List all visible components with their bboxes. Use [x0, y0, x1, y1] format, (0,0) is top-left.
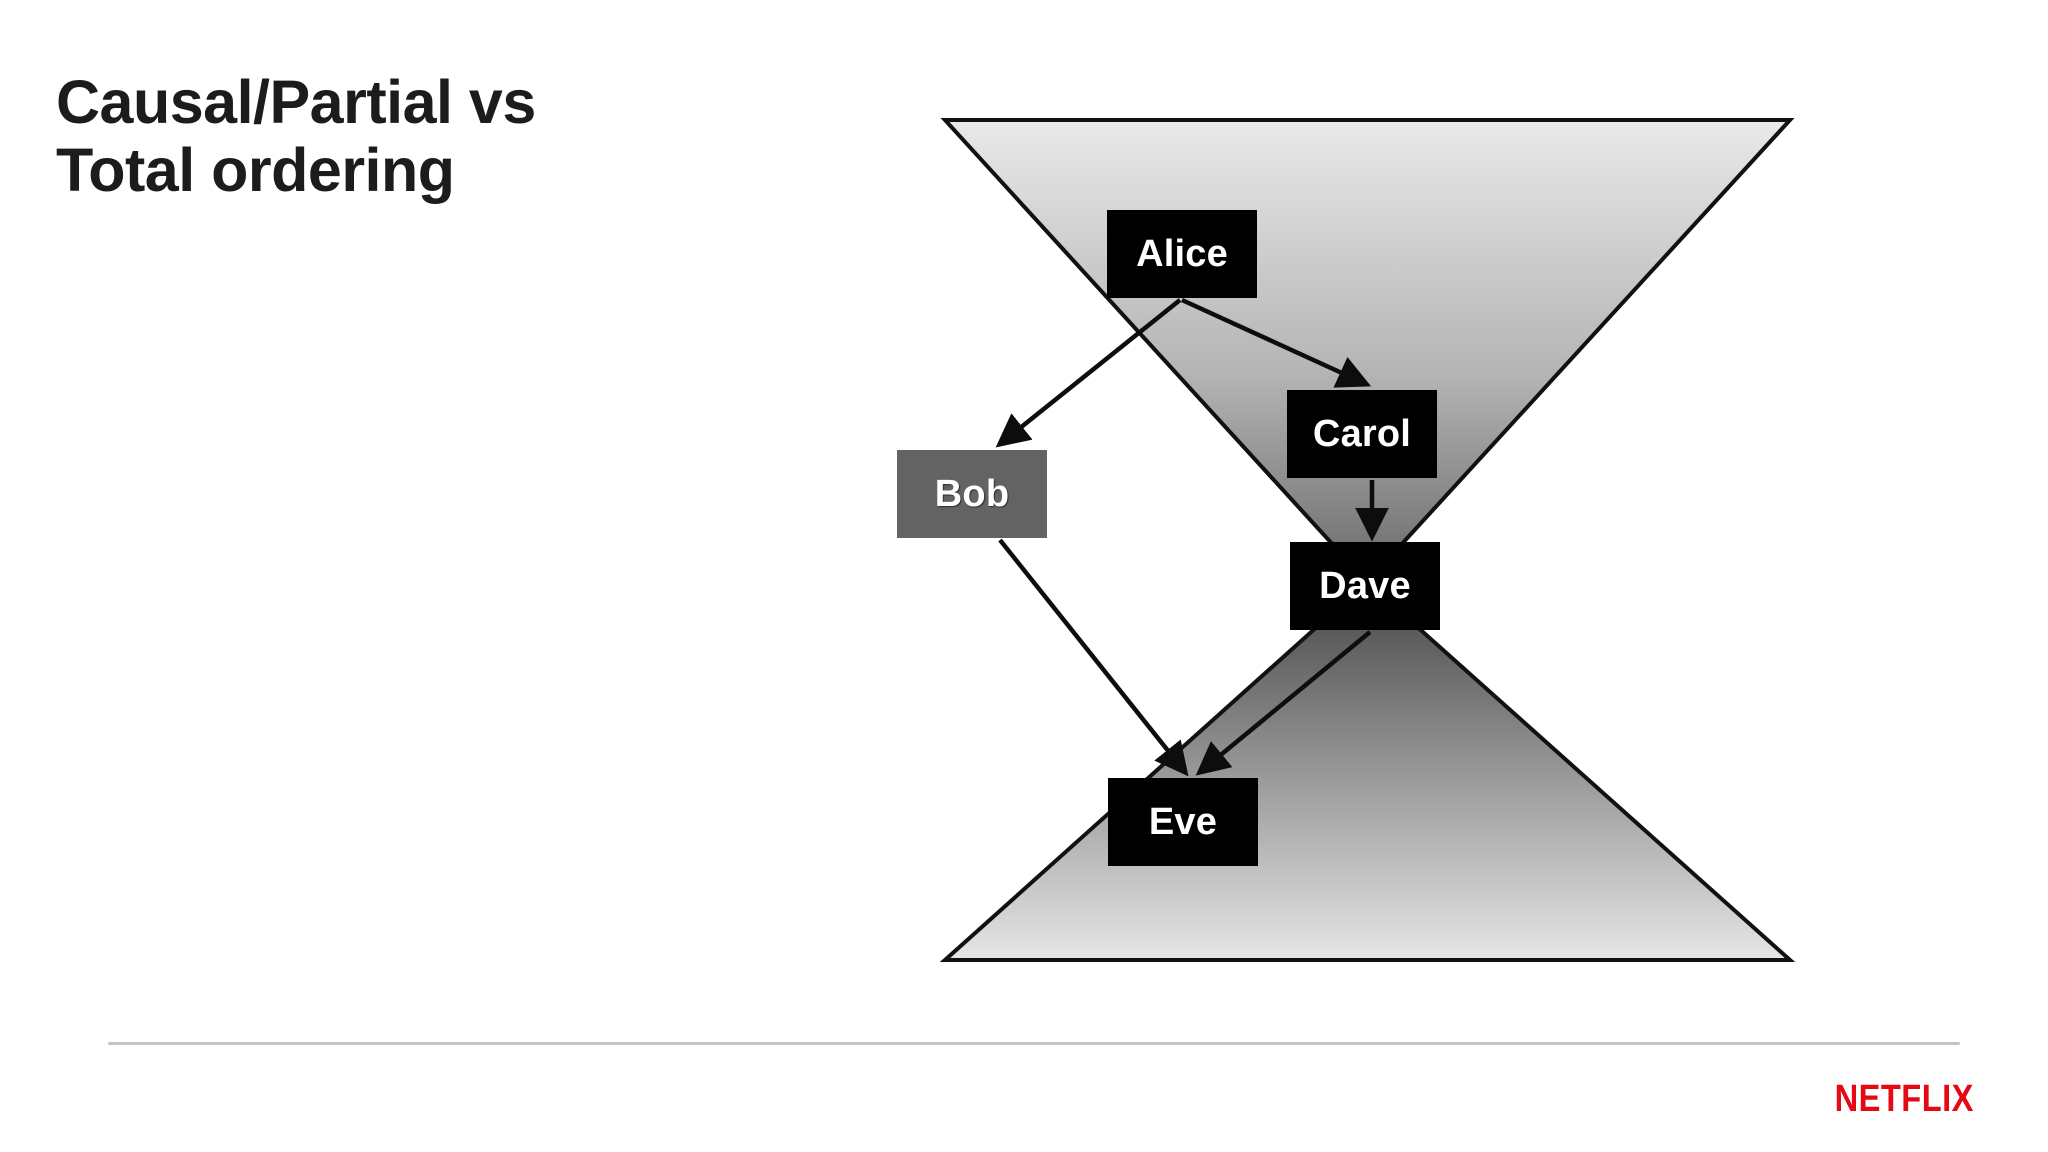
- edge-dave-eve: [1195, 630, 1372, 776]
- node-bob[interactable]: Bob: [897, 450, 1047, 538]
- future-light-cone: [939, 579, 1796, 962]
- node-eve[interactable]: Eve: [1108, 778, 1258, 866]
- node-alice[interactable]: Alice: [1107, 210, 1257, 298]
- edge-alice-carol: [1181, 297, 1372, 388]
- node-carol[interactable]: Carol: [1287, 390, 1437, 478]
- node-alice-label: Alice: [1136, 232, 1228, 275]
- node-eve-label: Eve: [1148, 800, 1218, 843]
- node-dave-label: Dave: [1319, 564, 1411, 607]
- node-bob-label: Bob: [934, 472, 1010, 515]
- netflix-logo: NETFLIX: [1834, 1078, 1974, 1120]
- page-title: Causal/Partial vs Total ordering: [56, 68, 536, 205]
- edge-bob-eve: [998, 538, 1189, 777]
- node-dave[interactable]: Dave: [1290, 542, 1440, 630]
- node-carol-label: Carol: [1312, 412, 1412, 455]
- edge-alice-bob: [995, 298, 1182, 448]
- title-block: Causal/Partial vs Total ordering: [56, 68, 696, 205]
- footer-divider: [108, 1042, 1960, 1045]
- past-light-cone: [940, 118, 1795, 585]
